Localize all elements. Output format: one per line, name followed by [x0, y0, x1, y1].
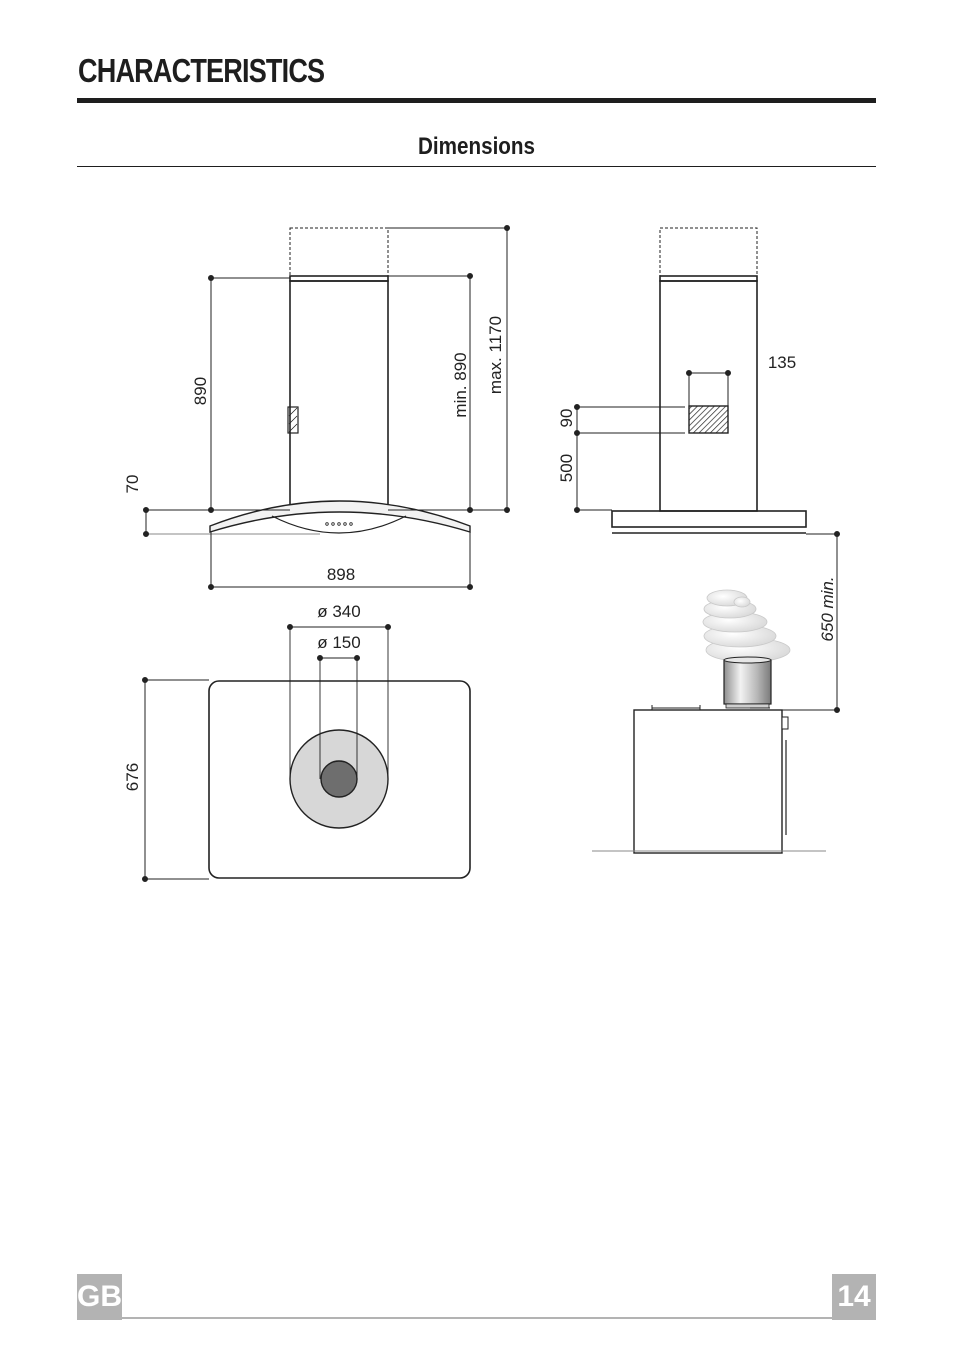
control-buttons	[325, 522, 353, 526]
cooktop-view	[592, 589, 826, 854]
section-rule	[77, 166, 876, 167]
section-title: Dimensions	[418, 133, 535, 160]
front-view	[147, 227, 471, 535]
steam-icon	[702, 589, 791, 663]
front-dimension-lines	[143, 225, 510, 590]
side-dimension-lines	[574, 370, 731, 513]
page-title: CHARACTERISTICS	[78, 52, 325, 89]
dim-890-label: 890	[191, 377, 210, 405]
dim-676-label: 676	[123, 763, 142, 791]
wall-bracket	[688, 405, 729, 434]
dim-70-label: 70	[123, 475, 142, 494]
pot-icon	[723, 656, 772, 709]
title-rule	[77, 98, 876, 103]
dim-135-label: 135	[768, 353, 796, 372]
min-distance-line	[782, 531, 840, 713]
dim-340-label: ø 340	[317, 602, 360, 621]
dim-min-890-label: min. 890	[451, 352, 470, 417]
dim-max-1170-label: max. 1170	[486, 316, 505, 394]
dim-500-label: 500	[557, 454, 576, 482]
top-view	[142, 624, 471, 882]
footer-rule	[122, 1317, 832, 1319]
page-number-badge: 14	[832, 1274, 876, 1320]
dim-90-label: 90	[557, 409, 576, 428]
dim-898-label: 898	[327, 565, 355, 584]
dim-650-label: 650 min.	[818, 576, 837, 641]
dim-150-label: ø 150	[317, 633, 360, 652]
language-badge: GB	[77, 1274, 122, 1320]
side-view	[611, 227, 807, 534]
